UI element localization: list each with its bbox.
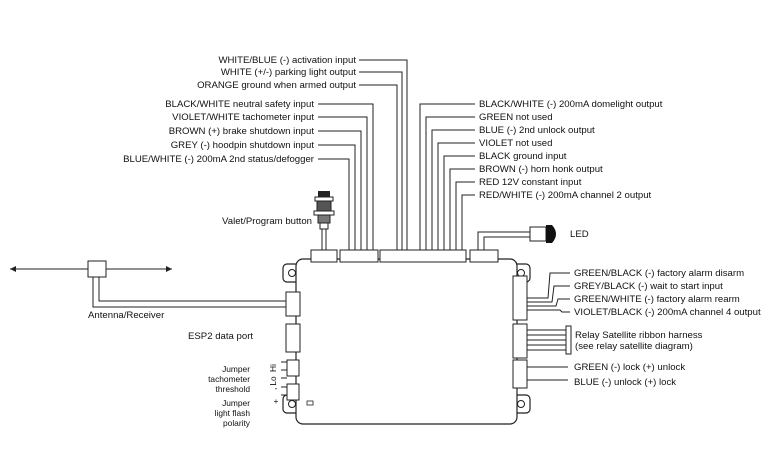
wire-label: GREEN/BLACK (-) factory alarm disarm <box>574 268 744 279</box>
jumper-hi-label: Hi <box>268 364 278 372</box>
wire-label: GREY/BLACK (-) wait to start input <box>574 281 723 292</box>
antenna: Antenna/Receiver <box>10 260 286 321</box>
wires-right-top: BLACK/WHITE (-) 200mA domelight output G… <box>419 99 663 250</box>
wire-label: BLUE (-) 2nd unlock output <box>479 125 595 136</box>
wire-label: GREEN (-) lock (+) unlock <box>574 362 685 373</box>
jumper-flash-label: polarity <box>223 418 251 428</box>
jumper-tach-label: tachometer <box>208 374 250 384</box>
relay-label-line1: Relay Satellite ribbon harness <box>575 330 703 341</box>
main-harness-connector <box>379 249 467 263</box>
led: LED <box>477 225 589 250</box>
antenna-label: Antenna/Receiver <box>88 310 165 321</box>
jumpers: Hi Lo - + Jumper tachometer threshold Ju… <box>208 361 287 428</box>
tach-jumper <box>286 359 300 377</box>
factory-alarm-connector <box>512 275 528 321</box>
jumper-flash-label: light flash <box>215 408 251 418</box>
wire-label: GREY (-) hoodpin shutdown input <box>171 140 315 151</box>
receiver-box <box>87 260 107 278</box>
wire-label: GREEN not used <box>479 112 553 123</box>
jumper-plus-label: + <box>274 396 279 406</box>
wire-label: BLUE/WHITE (-) 200mA 2nd status/defogger <box>123 154 315 165</box>
module-mark <box>306 400 314 406</box>
led-icon <box>546 225 556 243</box>
wire-label: GREEN/WHITE (-) factory alarm rearm <box>574 294 740 305</box>
wire-label: BLACK ground input <box>479 151 567 162</box>
wires-right-side: GREEN/BLACK (-) factory alarm disarm GRE… <box>527 268 761 318</box>
jumper-tach-label: Jumper <box>222 364 250 374</box>
wire-label: BLACK/WHITE neutral safety input <box>165 99 314 110</box>
relay-satellite-ribbon: Relay Satellite ribbon harness (see rela… <box>527 325 703 355</box>
antenna-tip-icon <box>166 266 172 272</box>
wire-label: WHITE/BLUE (-) activation input <box>218 55 356 66</box>
antenna-port <box>285 291 301 317</box>
valet-connector <box>310 249 338 263</box>
wires-left: BLACK/WHITE neutral safety input VIOLET/… <box>123 99 374 250</box>
left-harness-connector <box>339 249 379 263</box>
antenna-tip-icon <box>10 266 16 272</box>
valet-button-label: Valet/Program button <box>222 216 312 227</box>
wires-top-left: WHITE/BLUE (-) activation input WHITE (+… <box>197 55 408 250</box>
relay-label-line2: (see relay satellite diagram) <box>575 341 693 352</box>
wire-label: VIOLET/BLACK (-) 200mA channel 4 output <box>574 307 761 318</box>
wire-label: BROWN (-) horn honk output <box>479 164 603 175</box>
jumper-lo-label: Lo <box>268 376 278 386</box>
flash-jumper <box>286 383 300 401</box>
esp2-label: ESP2 data port <box>188 331 253 342</box>
jumper-minus-label: - <box>275 383 278 393</box>
wire-label: VIOLET not used <box>479 138 552 149</box>
esp2-port <box>285 323 301 353</box>
led-label: LED <box>570 229 589 240</box>
control-module <box>282 249 531 425</box>
wires-door-lock: GREEN (-) lock (+) unlock BLUE (-) unloc… <box>527 362 685 388</box>
wire-label: BLUE (-) unlock (+) lock <box>574 377 676 388</box>
wire-label: WHITE (+/-) parking light output <box>221 67 356 78</box>
wire-label: BLACK/WHITE (-) 200mA domelight output <box>479 99 663 110</box>
relay-satellite-connector <box>512 323 528 359</box>
led-connector <box>469 249 499 263</box>
valet-button-cap <box>318 191 330 197</box>
wire-label: BROWN (+) brake shutdown input <box>169 126 315 137</box>
wire-label: RED/WHITE (-) 200mA channel 2 output <box>479 190 652 201</box>
door-lock-connector <box>512 359 528 389</box>
module-body <box>295 258 518 425</box>
jumper-tach-label: threshold <box>216 384 251 394</box>
valet-button: Valet/Program button <box>222 191 335 250</box>
wire-label: ORANGE ground when armed output <box>197 80 356 91</box>
wire-label: VIOLET/WHITE tachometer input <box>172 112 314 123</box>
jumper-flash-label: Jumper <box>222 398 250 408</box>
wire-label: RED 12V constant input <box>479 177 582 188</box>
